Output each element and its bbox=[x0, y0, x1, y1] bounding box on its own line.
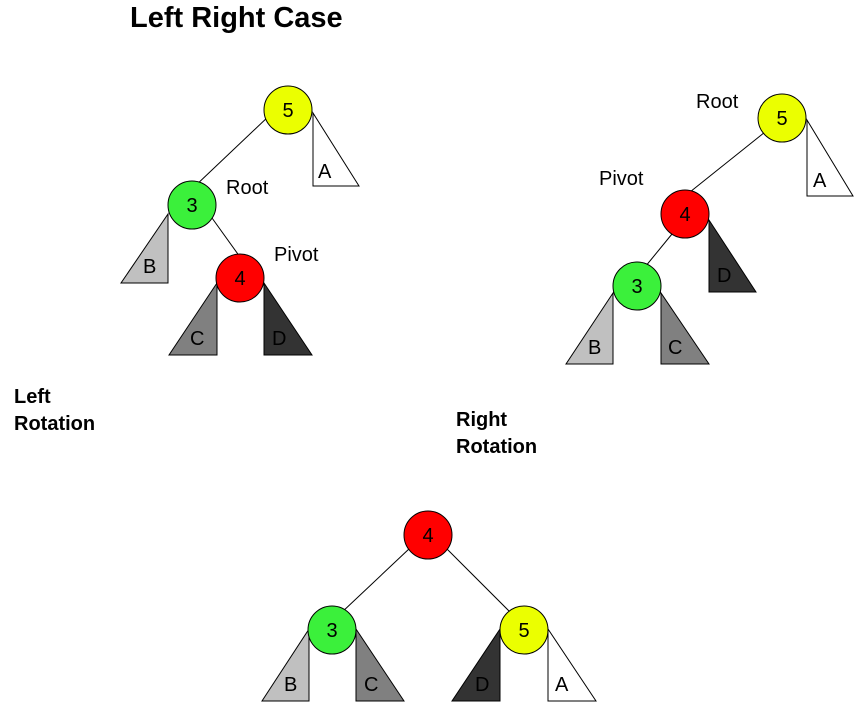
subtree-b bbox=[565, 291, 614, 365]
subtree-a bbox=[547, 627, 597, 702]
edge-5-3 bbox=[192, 114, 271, 189]
subtree-label: D bbox=[475, 674, 489, 696]
node-label: 4 bbox=[422, 525, 433, 547]
tree-after-right-rotation: B C D A 4 3 5 bbox=[261, 510, 597, 702]
step-label-line: Rotation bbox=[456, 436, 538, 458]
node-3 bbox=[307, 605, 357, 655]
subtree-d bbox=[708, 218, 757, 293]
annotation-root: Root bbox=[696, 91, 739, 113]
subtree-b bbox=[261, 627, 310, 702]
node-5 bbox=[263, 85, 313, 135]
subtree-a bbox=[312, 111, 360, 187]
node-4 bbox=[660, 189, 710, 239]
node-label: 3 bbox=[326, 620, 337, 642]
subtree-label: A bbox=[555, 674, 569, 696]
node-4 bbox=[403, 510, 453, 560]
subtree-label: B bbox=[143, 256, 156, 278]
step-label-line: Right bbox=[456, 409, 508, 431]
step-label-line: Left bbox=[14, 386, 51, 408]
node-4 bbox=[215, 253, 265, 303]
node-label: 4 bbox=[679, 204, 690, 226]
node-5 bbox=[757, 93, 807, 143]
node-label: 4 bbox=[234, 268, 245, 290]
node-label: 5 bbox=[282, 100, 293, 122]
node-5 bbox=[499, 605, 549, 655]
node-label: 5 bbox=[518, 620, 529, 642]
subtree-label: C bbox=[364, 674, 378, 696]
edge-4-3 bbox=[644, 233, 673, 268]
edge-4-5 bbox=[445, 547, 513, 615]
subtree-label: D bbox=[717, 265, 731, 287]
subtree-label: D bbox=[272, 328, 286, 350]
subtree-b bbox=[120, 212, 169, 284]
step-label-right-rotation: Right Rotation bbox=[456, 407, 537, 461]
subtree-c bbox=[660, 291, 710, 365]
edge-5-4 bbox=[684, 131, 766, 197]
subtree-a bbox=[806, 118, 854, 197]
annotation-pivot: Pivot bbox=[274, 244, 319, 266]
node-label: 3 bbox=[186, 195, 197, 217]
subtree-label: A bbox=[318, 161, 332, 183]
node-label: 3 bbox=[631, 276, 642, 298]
subtree-d bbox=[263, 281, 313, 356]
annotation-pivot: Pivot bbox=[599, 168, 644, 190]
subtree-label: C bbox=[668, 337, 682, 359]
tree-initial: A B C D 5 3 4 Root Pivot bbox=[120, 85, 360, 356]
subtree-c bbox=[168, 281, 218, 356]
subtree-c bbox=[355, 627, 405, 702]
subtree-d bbox=[451, 627, 501, 702]
node-3 bbox=[612, 261, 662, 311]
subtree-label: B bbox=[284, 674, 297, 696]
subtree-label: C bbox=[190, 328, 204, 350]
node-3 bbox=[167, 180, 217, 230]
step-label-line: Rotation bbox=[14, 413, 96, 435]
node-label: 5 bbox=[776, 108, 787, 130]
tree-after-left-rotation: A D B C 5 4 3 Root Pivot bbox=[565, 91, 854, 365]
subtree-label: B bbox=[588, 337, 601, 359]
edge-3-4 bbox=[211, 217, 241, 258]
diagram-title: Left Right Case bbox=[130, 2, 343, 34]
step-label-left-rotation: Left Rotation bbox=[14, 384, 95, 438]
edge-4-3 bbox=[339, 547, 411, 615]
annotation-root: Root bbox=[226, 177, 269, 199]
subtree-label: A bbox=[813, 170, 827, 192]
